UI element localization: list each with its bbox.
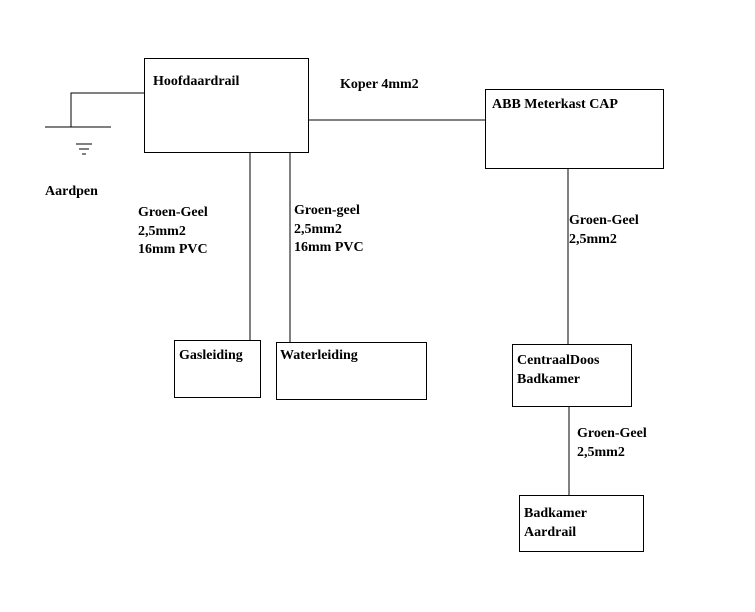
waterleiding-title: Waterleiding: [280, 348, 358, 363]
centraaldoos-title-line2: Badkamer: [517, 372, 580, 387]
water-cable-label-2: 2,5mm2: [294, 222, 342, 237]
koper-label: Koper 4mm2: [340, 77, 419, 92]
centraaldoos-box: [512, 344, 632, 407]
badkamer-aardrail-title-line1: Badkamer: [524, 506, 587, 521]
meter-cable-label-1: Groen-Geel: [569, 213, 639, 228]
meterkast-title: ABB Meterkast CAP: [492, 97, 618, 112]
ground-wire: [70, 92, 144, 127]
badkamer-aardrail-title-line2: Aardrail: [524, 525, 577, 540]
waterleiding-box: [276, 342, 427, 400]
gas-cable-label-2: 2,5mm2: [138, 224, 186, 239]
meter-cable-label-2: 2,5mm2: [569, 232, 617, 247]
earth-ground-icon: [45, 126, 111, 155]
water-cable-label-1: Groen-geel: [294, 203, 360, 218]
hoofdaardrail-title: Hoofdaardrail: [153, 74, 240, 89]
hoofdaardrail-box: [144, 58, 309, 153]
water-cable-label-3: 16mm PVC: [294, 240, 364, 255]
aardpen-label: Aardpen: [45, 184, 98, 199]
centraaldoos-title-line1: CentraalDoos: [517, 353, 600, 368]
gasleiding-title: Gasleiding: [179, 348, 243, 363]
gas-cable-label-1: Groen-Geel: [138, 205, 208, 220]
bath-cable-label-1: Groen-Geel: [577, 426, 647, 441]
bath-cable-label-2: 2,5mm2: [577, 445, 625, 460]
gas-cable-label-3: 16mm PVC: [138, 242, 208, 257]
meterkast-box: [485, 89, 664, 169]
gasleiding-box: [174, 340, 261, 398]
badkamer-aardrail-box: [519, 495, 644, 552]
